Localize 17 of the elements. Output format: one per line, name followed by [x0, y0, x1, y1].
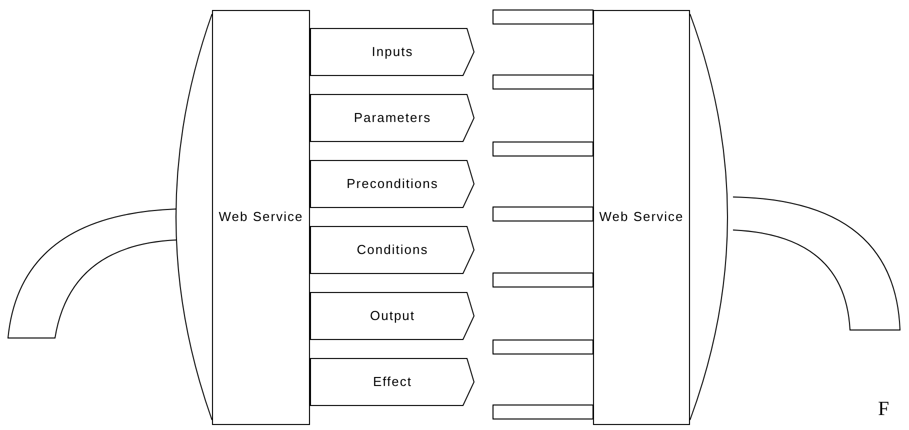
- note-text: F: [878, 398, 890, 421]
- connector-tab: [310, 28, 475, 76]
- connector-tab: [310, 94, 475, 142]
- tab-label: Effect: [372, 374, 412, 390]
- tab-label: Inputs: [372, 44, 414, 60]
- tab-label: Parameters: [354, 110, 432, 126]
- connector-tab: [310, 160, 475, 208]
- service-block: [593, 10, 690, 425]
- block-label: Web Service: [218, 209, 304, 226]
- tab-label: Output: [370, 308, 416, 324]
- service-block: [212, 10, 310, 425]
- connector-tab: [310, 226, 475, 274]
- connector-tab: [310, 292, 475, 340]
- connector-tab: [310, 358, 475, 406]
- tab-label: Preconditions: [346, 176, 438, 192]
- block-label: Web Service: [599, 209, 684, 226]
- tab-label: Conditions: [356, 242, 428, 258]
